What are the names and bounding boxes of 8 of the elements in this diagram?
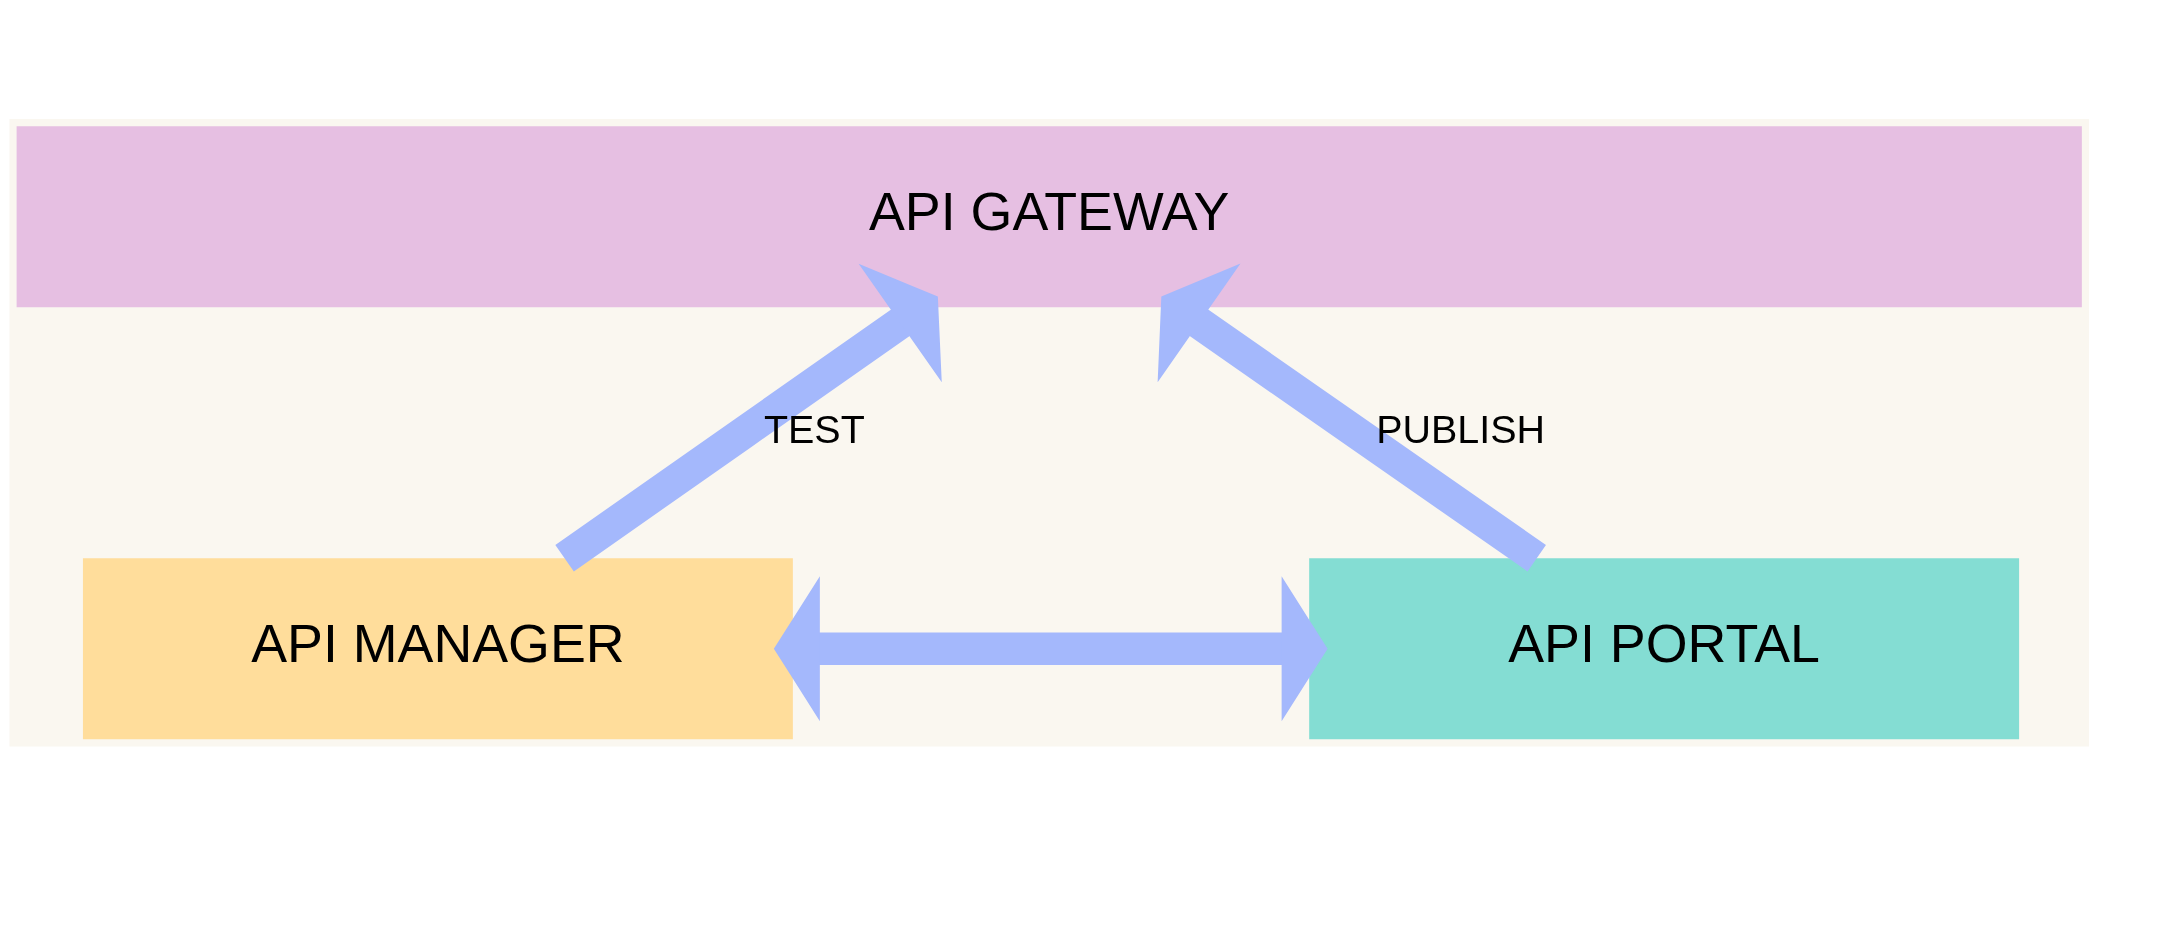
node-box: API GATEWAY (16, 126, 2082, 308)
node-box: API MANAGER (82, 558, 793, 740)
edge-label: TEST (763, 406, 865, 451)
node-box: API PORTAL (1309, 558, 2020, 740)
arrow (1157, 263, 1546, 572)
arrow (555, 263, 942, 572)
edge-label: PUBLISH (1376, 406, 1546, 451)
arrow (773, 576, 1328, 722)
